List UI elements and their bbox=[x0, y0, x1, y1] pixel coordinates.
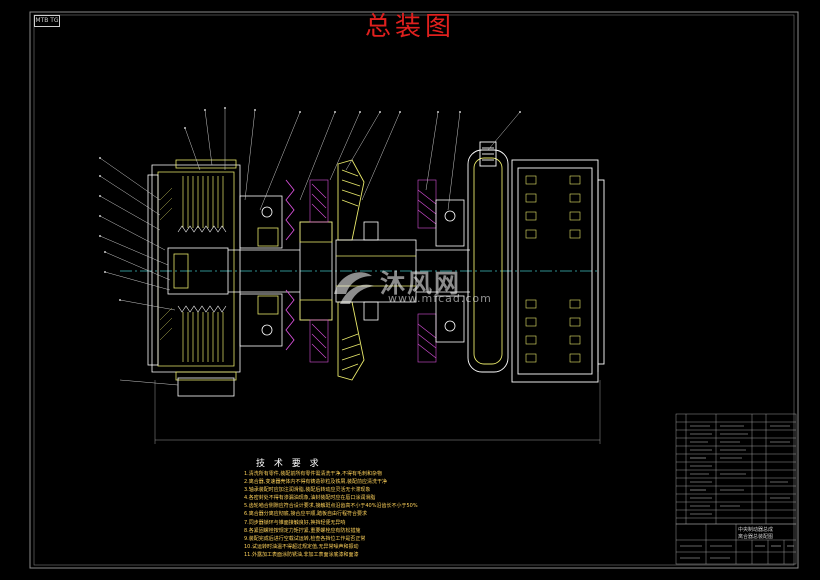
release-fork bbox=[285, 179, 295, 351]
tech-requirement-item: 11.外露加工表面涂防锈油,非加工表面涂底漆和面漆 bbox=[244, 551, 359, 558]
watermark: 沐风网 www.mfcad.com bbox=[330, 262, 500, 312]
part-number-marks bbox=[99, 107, 521, 301]
tech-requirement-item: 10.试运转时油温不得超过规定值,无异常噪声和振动 bbox=[244, 543, 359, 550]
watermark-logo-icon bbox=[334, 272, 374, 304]
tech-requirements-title: 技 术 要 求 bbox=[256, 459, 322, 469]
tech-requirement-item: 5.齿轮啮合侧隙应符合设计要求,接触斑点沿齿高不小于40%沿齿长不小于50% bbox=[244, 503, 418, 510]
spring-top bbox=[177, 225, 227, 233]
friction-disc-pack-bottom bbox=[182, 312, 224, 362]
title-block-name-line1: 中央制动器总成 bbox=[738, 527, 774, 533]
parts-list-table bbox=[675, 413, 797, 525]
watermark-url: www.mfcad.com bbox=[388, 292, 492, 305]
parts-list-cells bbox=[690, 425, 790, 515]
tech-requirement-item: 8.各紧固螺栓按规定力矩拧紧,重要螺栓应有防松措施 bbox=[244, 527, 361, 534]
title-block-name-line2: 离合器总装配图 bbox=[738, 534, 774, 540]
watermark-brand: 沐风网 bbox=[380, 269, 462, 298]
bearing-housing-left bbox=[239, 195, 283, 347]
tech-requirement-item: 9.装配完成后进行空载试运转,检查各挡位工作是否正常 bbox=[244, 535, 366, 542]
tech-requirements-list: 1.清洗所有零件,装配前所有零件需清洗干净,不得有毛刺和杂物 2.离合器,变速器… bbox=[244, 470, 664, 559]
drawing-title: 总装图 bbox=[364, 12, 455, 42]
brake-drum bbox=[467, 141, 509, 373]
center-bearings bbox=[363, 221, 379, 321]
inner-frame bbox=[33, 14, 795, 566]
gear-hatch-left bbox=[309, 179, 329, 363]
title-block-cells bbox=[680, 545, 794, 559]
tech-requirement-item: 6.离合器分离应彻底,接合应平顺,踏板自由行程符合要求 bbox=[244, 511, 367, 518]
motor-fins bbox=[525, 175, 581, 363]
clutch-housing bbox=[147, 159, 241, 397]
right-bearing-housing bbox=[416, 199, 470, 343]
leader-lines bbox=[99, 108, 521, 386]
tech-requirement-item: 3.轴承装配时应加注润滑脂,装配后转动应灵活无卡滞现象 bbox=[244, 487, 371, 494]
tech-requirement-item: 2.离合器,变速器壳体内不得有铸造砂粒及铁屑,装配前应清洗干净 bbox=[244, 479, 387, 486]
motor-housing bbox=[511, 159, 605, 383]
sheet-code-label: MTB TG bbox=[34, 15, 60, 27]
outer-frame bbox=[29, 11, 799, 569]
title-block bbox=[675, 523, 797, 565]
tech-requirement-item: 1.清洗所有零件,装配前所有零件需清洗干净,不得有毛刺和杂物 bbox=[244, 471, 382, 477]
tech-requirement-item: 7.同步器锁环与锥面接触良好,换挡轻便无异响 bbox=[244, 519, 346, 526]
spring-bottom bbox=[177, 305, 227, 313]
friction-disc-pack-top bbox=[182, 176, 224, 228]
tech-requirement-item: 4.各密封处不得有渗漏油现象,油封装配时应在唇口涂润滑脂 bbox=[244, 495, 376, 502]
housing-hatch bbox=[159, 187, 173, 341]
